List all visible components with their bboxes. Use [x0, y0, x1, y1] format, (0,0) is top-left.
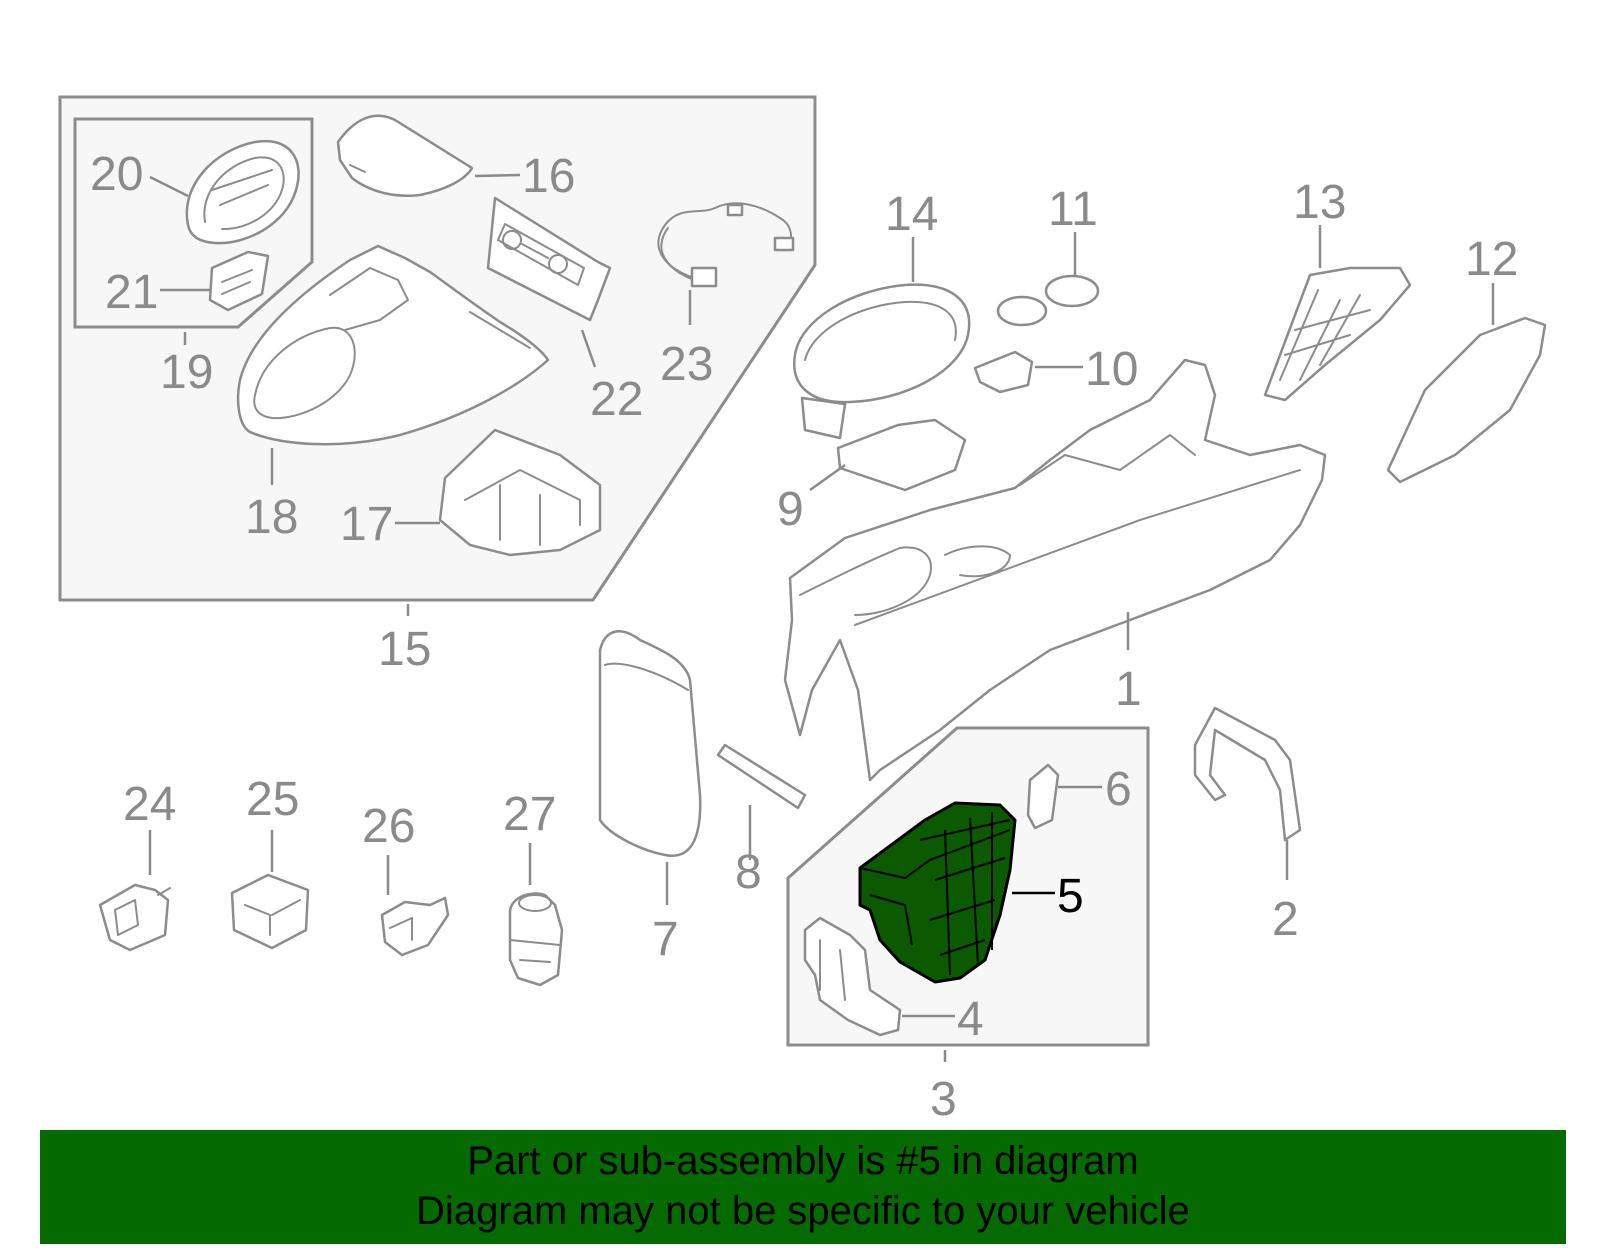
callout-10: 10 — [1085, 343, 1138, 396]
part-23-wiring-harness — [657, 202, 795, 288]
part-13-side-trim — [1263, 266, 1412, 402]
part-22-switch-panel — [486, 196, 612, 322]
callout-2: 2 — [1272, 893, 1299, 946]
callout-20: 20 — [90, 148, 143, 201]
part-18-console-upper-cover — [236, 244, 550, 446]
banner-line-1: Part or sub-assembly is #5 in diagram — [467, 1139, 1139, 1183]
banner-line-2: Diagram may not be specific to your vehi… — [416, 1189, 1190, 1233]
part-5-storage-box-highlighted — [858, 801, 1017, 984]
callout-16: 16 — [522, 150, 575, 203]
callout-5: 5 — [1057, 870, 1084, 923]
callout-12: 12 — [1465, 233, 1518, 286]
part-24-switch — [98, 883, 171, 952]
callout-4: 4 — [957, 993, 984, 1046]
part-2-bracket — [1193, 706, 1302, 842]
part-27-switch — [508, 892, 564, 987]
callout-25: 25 — [246, 773, 299, 826]
callout-labels: 20 21 19 16 22 23 18 17 15 14 11 10 9 13… — [90, 148, 1518, 1126]
callout-26: 26 — [362, 800, 415, 853]
callout-21: 21 — [105, 266, 158, 319]
callout-9: 9 — [777, 483, 804, 536]
callout-19: 19 — [160, 346, 213, 399]
part-9-mat — [836, 418, 967, 492]
callout-3: 3 — [930, 1073, 957, 1126]
callout-22: 22 — [590, 373, 643, 426]
callout-13: 13 — [1293, 176, 1346, 229]
part-26-switch — [380, 896, 450, 957]
part-12-side-panel — [1386, 316, 1547, 484]
leader-22 — [580, 329, 597, 368]
callout-1: 1 — [1115, 663, 1142, 716]
part-21-switch — [208, 250, 270, 312]
callout-6: 6 — [1105, 763, 1132, 816]
part-1-console-body — [783, 358, 1327, 782]
part-16-cover — [336, 114, 474, 197]
leader-20 — [149, 175, 189, 198]
part-17-bracket — [438, 428, 602, 557]
part-10-clip — [973, 350, 1034, 394]
leader-16 — [474, 173, 521, 178]
part-8-clip-strip — [716, 743, 807, 810]
part-6-clip — [1026, 763, 1060, 830]
callout-11: 11 — [1048, 183, 1098, 236]
info-banner: Part or sub-assembly is #5 in diagram Di… — [40, 1130, 1566, 1244]
part-20-shift-bezel — [185, 139, 300, 245]
callout-27: 27 — [503, 788, 556, 841]
callout-24: 24 — [123, 778, 176, 831]
callout-7: 7 — [652, 913, 679, 966]
callout-23: 23 — [660, 338, 713, 391]
part-25-switch — [230, 873, 310, 950]
callout-15: 15 — [378, 623, 431, 676]
callout-18: 18 — [245, 491, 298, 544]
callout-8: 8 — [735, 846, 762, 899]
part-7-knee-pad — [598, 630, 702, 857]
part-14-armrest-lid — [792, 283, 971, 440]
leader-lines — [148, 173, 1495, 1062]
callout-17: 17 — [340, 498, 393, 551]
callout-14: 14 — [885, 188, 938, 241]
leader-9 — [809, 463, 846, 492]
part-11-cup-rings — [996, 274, 1100, 327]
part-4-bracket — [803, 916, 902, 1037]
